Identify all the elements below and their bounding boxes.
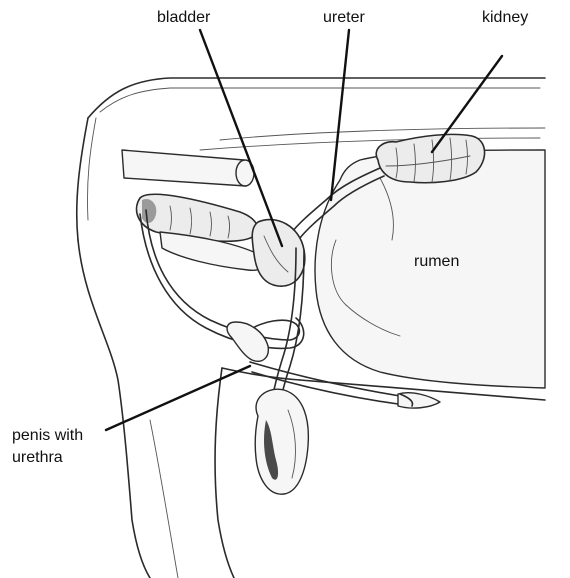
testis bbox=[255, 389, 308, 494]
kidney bbox=[376, 134, 484, 182]
label-rumen: rumen bbox=[414, 253, 459, 270]
label-kidney: kidney bbox=[482, 9, 528, 26]
label-penis-line1: penis with bbox=[12, 427, 83, 444]
penis-leader bbox=[106, 366, 250, 430]
rectum bbox=[122, 150, 254, 186]
label-ureter: ureter bbox=[323, 9, 365, 26]
bladder bbox=[252, 220, 305, 287]
label-bladder: bladder bbox=[157, 9, 211, 26]
label-penis-line2: urethra bbox=[12, 449, 63, 466]
